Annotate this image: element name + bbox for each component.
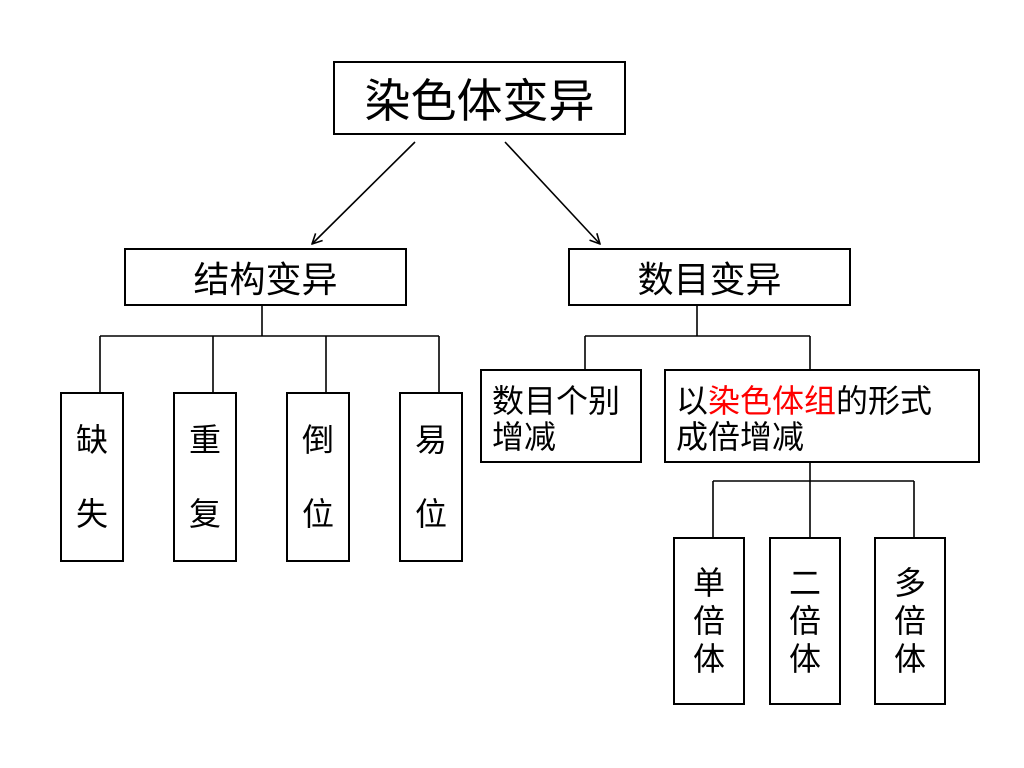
duplication-char-1: 重: [188, 421, 221, 459]
structural-variation-label: 结构变异: [193, 260, 338, 301]
structural-variation-box: 结构变异: [124, 248, 407, 306]
diploid-char-3: 体: [788, 640, 821, 678]
polyploid-char-3: 体: [893, 640, 926, 678]
arrow-root-to-structural: [312, 141, 416, 244]
diploid-char-1: 二: [788, 564, 821, 602]
inversion-box: 倒 位: [286, 392, 350, 562]
translocation-box: 易 位: [399, 392, 463, 562]
numerical-bracket: [584, 306, 811, 369]
monoploid-char-2: 倍: [692, 602, 725, 640]
individual-change-box: 数目个别 增减: [480, 369, 642, 463]
diploid-char-2: 倍: [788, 602, 821, 640]
chromosome-variation-box: 染色体变异: [333, 61, 626, 135]
numerical-variation-box: 数目变异: [568, 248, 851, 306]
deletion-char-2: 失: [75, 495, 108, 533]
chromosome-set-highlight: 染色体组: [708, 382, 837, 420]
polyploid-char-2: 倍: [893, 602, 926, 640]
deletion-char-1: 缺: [75, 421, 108, 459]
set-change-suffix: 的形式: [836, 382, 933, 420]
set-change-prefix: 以: [676, 382, 709, 420]
individual-change-line-2: 增减: [492, 418, 557, 456]
polyploid-box: 多 倍 体: [874, 537, 946, 705]
individual-change-line-1: 数目个别: [492, 382, 621, 420]
arrow-root-to-numerical: [504, 141, 600, 244]
ploidy-bracket: [712, 463, 915, 537]
deletion-box: 缺 失: [60, 392, 124, 562]
set-change-box: 以染色体组的形式 成倍增减: [664, 369, 980, 463]
diploid-box: 二 倍 体: [769, 537, 841, 705]
inversion-char-2: 位: [301, 495, 334, 533]
structural-bracket: [99, 306, 440, 392]
inversion-char-1: 倒: [301, 421, 334, 459]
duplication-char-2: 复: [188, 495, 221, 533]
duplication-box: 重 复: [173, 392, 237, 562]
translocation-char-1: 易: [414, 421, 447, 459]
set-change-line-2: 成倍增减: [676, 418, 805, 456]
chromosome-variation-label: 染色体变异: [364, 74, 595, 128]
numerical-variation-label: 数目变异: [637, 260, 782, 301]
monoploid-char-1: 单: [692, 564, 725, 602]
translocation-char-2: 位: [414, 495, 447, 533]
monoploid-char-3: 体: [692, 640, 725, 678]
polyploid-char-1: 多: [893, 564, 926, 602]
monoploid-box: 单 倍 体: [673, 537, 745, 705]
set-change-line-1: 以染色体组的形式: [676, 383, 970, 419]
